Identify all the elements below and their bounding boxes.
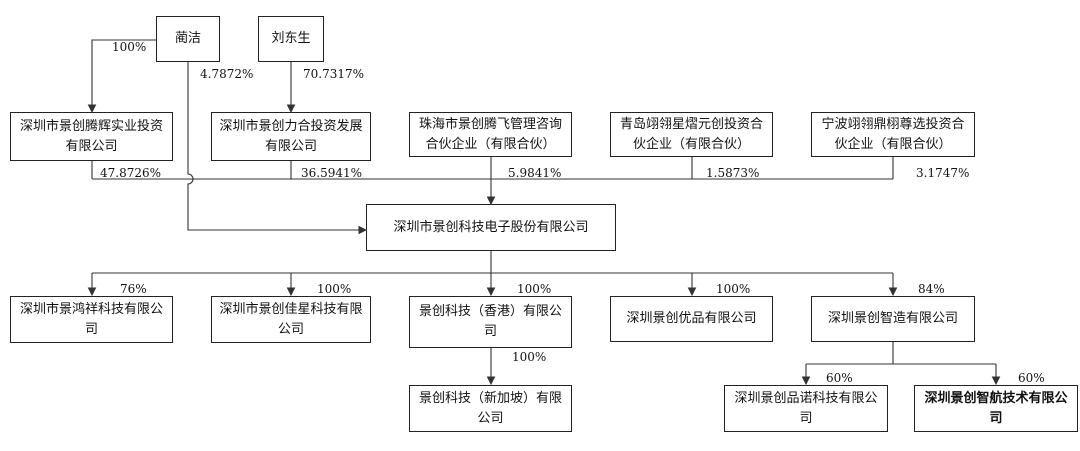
shareholder-name: 宁波翊翎鼎栩尊选投资合伙企业（有限合伙） <box>821 116 965 152</box>
subsidiary-name: 深圳景创优品有限公司 <box>626 311 757 326</box>
shareholder-name: 珠海市景创腾飞管理咨询合伙企业（有限合伙） <box>418 116 562 152</box>
pct-label: 100% <box>517 282 552 296</box>
subsidiary-name: 深圳市景鸿祥科技有限公司 <box>19 301 163 337</box>
pct-label: 100% <box>716 282 751 296</box>
subsidiary-box: 景创科技（新加坡）有限公司 <box>409 385 572 432</box>
company-box: 深圳市景创科技电子股份有限公司 <box>366 204 616 251</box>
shareholder-box: 深圳市景创腾辉实业投资有限公司 <box>10 112 173 161</box>
pct-label: 60% <box>826 371 853 385</box>
subsidiary-box: 深圳景创智航技术有限公司 <box>914 385 1078 432</box>
subsidiary-box: 深圳景创品诺科技有限公司 <box>724 385 888 432</box>
subsidiary-name: 景创科技（香港）有限公司 <box>418 304 562 339</box>
shareholder-name: 深圳市景创腾辉实业投资有限公司 <box>19 118 163 154</box>
shareholder-box: 宁波翊翎鼎栩尊选投资合伙企业（有限合伙） <box>811 112 975 157</box>
subsidiary-box: 深圳景创智造有限公司 <box>811 296 975 342</box>
person-name: 刘东生 <box>271 31 311 46</box>
subsidiary-box: 深圳市景创佳星科技有限公司 <box>211 296 371 343</box>
pct-label: 3.1747% <box>916 166 970 180</box>
subsidiary-name: 深圳景创智航技术有限公司 <box>924 390 1068 426</box>
subsidiary-name: 深圳景创智造有限公司 <box>827 311 958 326</box>
pct-label: 1.5873% <box>706 166 760 180</box>
person-name: 蔺洁 <box>174 31 201 46</box>
pct-label: 60% <box>1018 371 1045 385</box>
pct-label: 36.5941% <box>301 166 363 180</box>
subsidiary-box: 景创科技（香港）有限公司 <box>409 296 572 348</box>
subsidiary-name: 景创科技（新加坡）有限公司 <box>418 390 562 426</box>
pct-label: 76% <box>120 282 147 296</box>
pct-label: 100% <box>317 282 352 296</box>
person-box: 蔺洁 <box>156 16 220 62</box>
pct-label: 84% <box>918 282 945 296</box>
pct-label: 100% <box>512 350 547 364</box>
pct-label: 70.7317% <box>303 67 365 81</box>
shareholder-box: 深圳市景创力合投资发展有限公司 <box>211 112 371 161</box>
pct-label: 4.7872% <box>200 67 254 81</box>
shareholder-box: 珠海市景创腾飞管理咨询合伙企业（有限合伙） <box>409 112 572 157</box>
shareholder-box: 青岛翊翎星熠元创投资合伙企业（有限合伙） <box>610 112 773 157</box>
company-name: 深圳市景创科技电子股份有限公司 <box>393 219 589 235</box>
person-box: 刘东生 <box>258 16 324 62</box>
pct-label: 5.9841% <box>508 166 562 180</box>
shareholder-name: 青岛翊翎星熠元创投资合伙企业（有限合伙） <box>619 116 763 152</box>
subsidiary-name: 深圳市景创佳星科技有限公司 <box>219 301 363 337</box>
subsidiary-box: 深圳景创优品有限公司 <box>610 296 773 342</box>
subsidiary-name: 深圳景创品诺科技有限公司 <box>734 390 878 426</box>
pct-label: 47.8726% <box>100 166 162 180</box>
pct-label: 100% <box>112 40 147 54</box>
subsidiary-box: 深圳市景鸿祥科技有限公司 <box>10 296 173 343</box>
shareholder-name: 深圳市景创力合投资发展有限公司 <box>219 118 363 154</box>
